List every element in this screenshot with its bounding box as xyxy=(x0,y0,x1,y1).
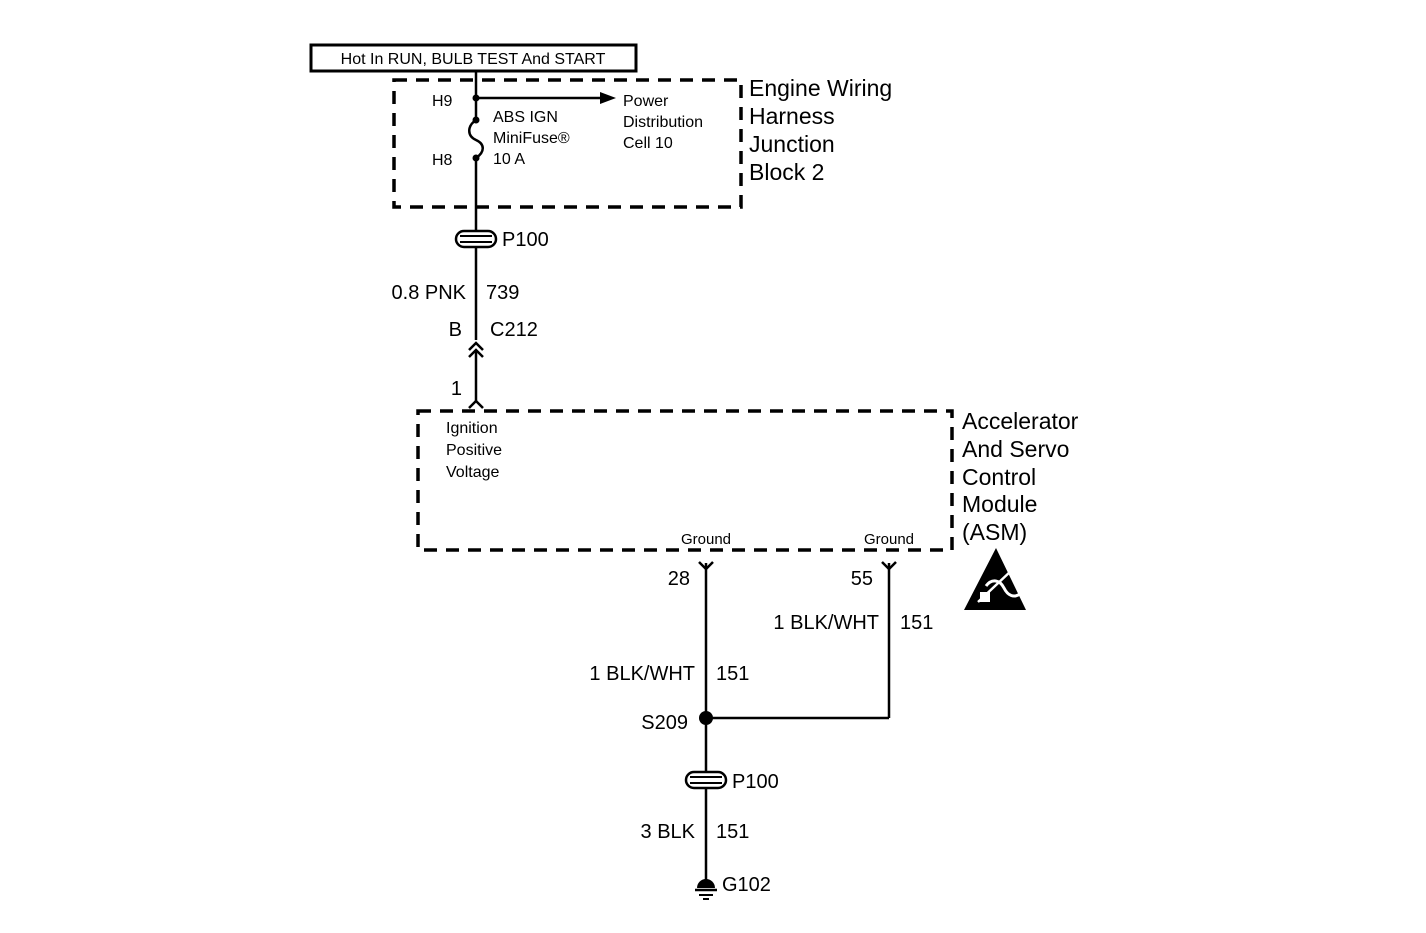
passthrough-p100-bottom-label: P100 xyxy=(732,771,779,793)
power-source-label: Hot In RUN, BULB TEST And START xyxy=(309,43,638,73)
asm-name-2: And Servo xyxy=(962,436,1069,462)
terminal-h8: H8 xyxy=(432,152,453,169)
passthrough-p100-top-label: P100 xyxy=(502,229,549,251)
asm-ignition-label-3: Voltage xyxy=(446,464,499,481)
junction-block: Engine Wiring Harness Junction Block 2 H… xyxy=(392,71,892,209)
asm-name-4: Module xyxy=(962,491,1037,517)
connector-chevron-icon xyxy=(468,399,484,409)
fuse-label-1: ABS IGN xyxy=(493,109,558,126)
junction-block-name-1: Engine Wiring xyxy=(749,75,892,101)
connector-c212: B C212 xyxy=(449,319,538,358)
jb-node-dot xyxy=(472,94,480,102)
arrow-right-icon xyxy=(600,92,616,104)
fuse-label-3: 10 A xyxy=(493,151,525,168)
ground-g102-label: G102 xyxy=(722,874,771,896)
asm-module: Ignition Positive Voltage Ground Ground … xyxy=(416,408,1079,552)
esd-warning-icon xyxy=(964,548,1026,610)
junction-block-outline xyxy=(392,78,743,209)
power-dist-label-2: Distribution xyxy=(623,114,703,131)
passthrough-grommet-icon xyxy=(684,770,728,790)
asm-module-outline xyxy=(416,409,954,552)
asm-name-5: (ASM) xyxy=(962,519,1027,545)
asm-name-1: Accelerator xyxy=(962,408,1079,434)
wire-739-circuit: 739 xyxy=(486,282,519,304)
asm-name-3: Control xyxy=(962,464,1036,490)
passthrough-p100-top: P100 xyxy=(454,229,549,251)
power-dist-label-1: Power xyxy=(623,93,669,110)
passthrough-p100-bottom: P100 xyxy=(684,770,779,793)
wire-28-gauge-color: 1 BLK/WHT xyxy=(589,663,695,685)
fuse-icon xyxy=(468,118,484,160)
power-source-text: Hot In RUN, BULB TEST And START xyxy=(341,51,606,68)
power-dist-label-3: Cell 10 xyxy=(623,135,673,152)
asm-ignition-label-2: Positive xyxy=(446,442,502,459)
asm-ground-label-2: Ground xyxy=(864,531,914,548)
wire-55-circuit: 151 xyxy=(900,612,933,634)
connector-chevron-icon xyxy=(468,341,484,351)
wire-28-circuit: 151 xyxy=(716,663,749,685)
passthrough-grommet-icon xyxy=(454,229,498,249)
wire-55-gauge-color: 1 BLK/WHT xyxy=(773,612,879,634)
asm-pin-1: 1 xyxy=(451,378,462,400)
asm-pin-28: 28 xyxy=(668,568,690,590)
asm-ignition-label-1: Ignition xyxy=(446,420,498,437)
splice-dot-icon xyxy=(699,711,713,725)
splice-s209-label: S209 xyxy=(641,712,688,734)
wire-main-circuit: 151 xyxy=(716,821,749,843)
connector-c212-cavity: B xyxy=(449,319,462,341)
asm-ground-label-1: Ground xyxy=(681,531,731,548)
asm-pin-55: 55 xyxy=(851,568,873,590)
connector-c212-name: C212 xyxy=(490,319,538,341)
junction-block-name-4: Block 2 xyxy=(749,159,824,185)
terminal-h9: H9 xyxy=(432,93,453,110)
ground-g102: G102 xyxy=(695,874,771,900)
ground-symbol-icon xyxy=(697,879,715,888)
junction-block-name-2: Harness xyxy=(749,103,835,129)
fuse-label-2: MiniFuse® xyxy=(493,130,570,147)
wire-739-gauge-color: 0.8 PNK xyxy=(392,282,467,304)
wire-main-gauge-color: 3 BLK xyxy=(641,821,696,843)
junction-block-name-3: Junction xyxy=(749,131,835,157)
